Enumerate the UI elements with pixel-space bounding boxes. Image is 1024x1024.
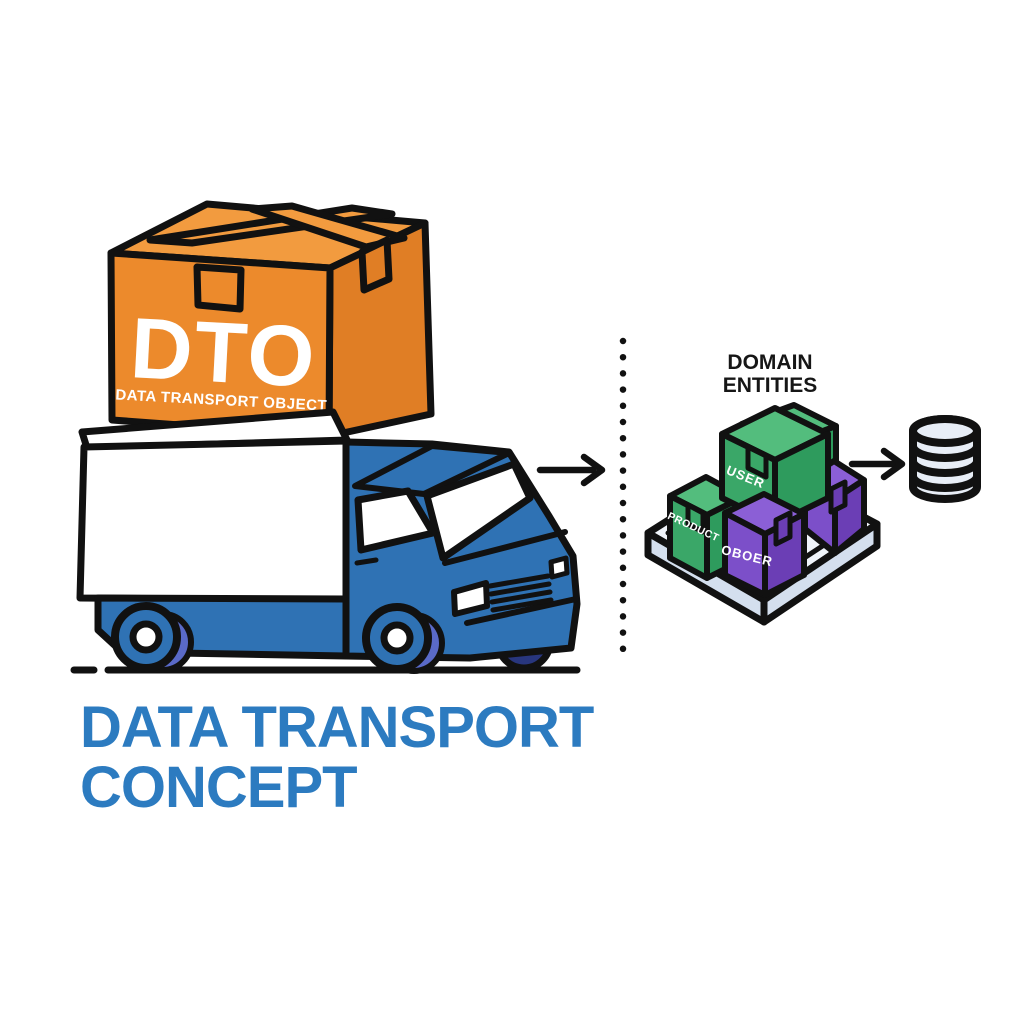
- dto-box: DTO DATA TRANSPORT OBJECT: [107, 200, 435, 440]
- truck-cargo-front: [76, 437, 350, 604]
- dto-box-label: DTO: [128, 300, 319, 406]
- entity-box-order: OBOER: [720, 491, 807, 598]
- truck-windshield: [423, 460, 534, 562]
- front-wheel-hub: [380, 621, 414, 655]
- arrow-right-icon: [536, 453, 606, 487]
- rear-wheel-hub: [129, 620, 163, 654]
- main-title-line2: CONCEPT: [80, 755, 357, 820]
- main-title-line1: DATA TRANSPORT: [80, 695, 594, 760]
- dto-box-tape-strip: [248, 202, 408, 251]
- domain-entities-heading-line1: DOMAIN: [727, 351, 812, 374]
- truck-grille: [487, 573, 554, 613]
- domain-entities-heading: DOMAIN ENTITIES: [723, 351, 818, 397]
- database-icon: [909, 415, 981, 503]
- domain-entities-heading-line2: ENTITIES: [723, 374, 818, 397]
- delivery-truck: [76, 408, 581, 674]
- truck-bumper-line: [464, 596, 579, 626]
- main-title: DATA TRANSPORT CONCEPT: [80, 695, 595, 820]
- truck-hood-line: [442, 529, 568, 566]
- truck-door-handle: [354, 557, 379, 566]
- dto-box-tape-tab-front: [193, 263, 245, 313]
- truck-headlight: [451, 580, 490, 617]
- entities-pallet-group: PRODUCT USER OBOER: [644, 402, 881, 626]
- truck-marker-light: [548, 555, 570, 580]
- arrow-right-icon: [848, 447, 906, 481]
- truck-side-window: [354, 487, 437, 554]
- dto-box-tape-tab-side: [358, 236, 393, 294]
